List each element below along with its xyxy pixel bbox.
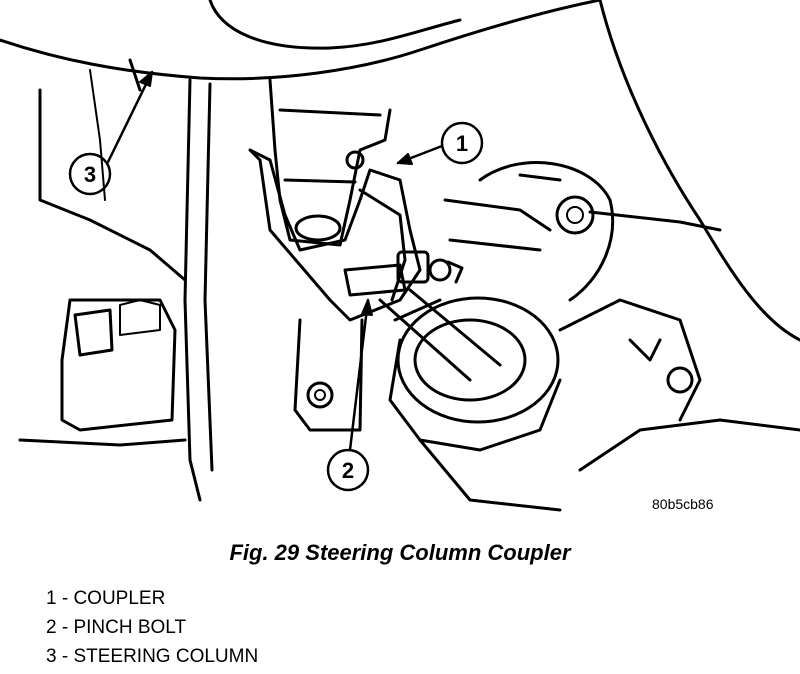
shaft-seal xyxy=(388,296,562,512)
legend-list: 1 - COUPLER 2 - PINCH BOLT 3 - STEERING … xyxy=(46,584,258,671)
legend-item-pinch-bolt: 2 - PINCH BOLT xyxy=(46,617,187,638)
callout-2: 2 xyxy=(326,298,373,492)
steering-column-coupler-drawing: 3 1 2 xyxy=(0,0,800,512)
right-side-components xyxy=(443,0,800,472)
legend-item-steering-column: 3 - STEERING COLUMN xyxy=(46,646,259,667)
dashboard-outline xyxy=(0,0,602,201)
callout-3: 3 xyxy=(68,70,154,196)
callout-3-label: 3 xyxy=(84,162,96,187)
legend-item-coupler: 1 - COUPLER xyxy=(46,588,166,609)
callout-1-label: 1 xyxy=(456,131,468,156)
mounting-bracket xyxy=(293,318,364,432)
intermediate-shaft xyxy=(378,288,502,382)
figure-code: 80b5cb86 xyxy=(652,496,714,512)
pinch-bolt xyxy=(343,250,464,297)
steering-column-housing xyxy=(268,78,392,247)
callout-1: 1 xyxy=(396,121,484,165)
left-panel xyxy=(18,78,214,502)
figure-caption: Fig. 29 Steering Column Coupler xyxy=(229,540,571,565)
callout-2-label: 2 xyxy=(342,458,354,483)
connector-block xyxy=(60,298,177,432)
